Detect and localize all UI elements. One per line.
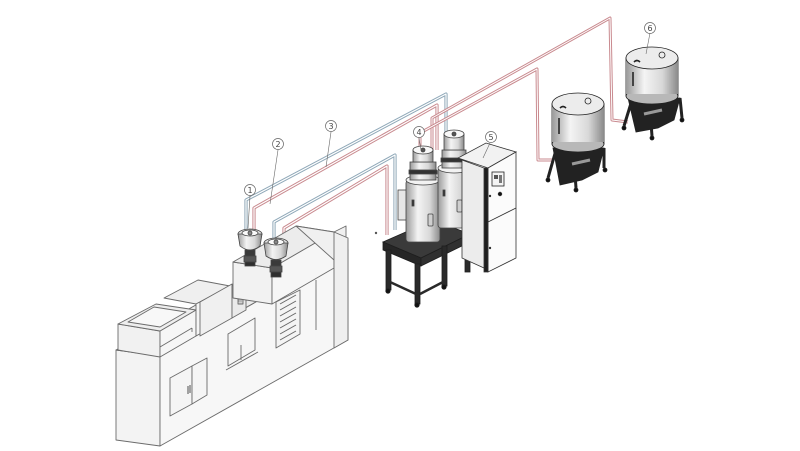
callout-5-circle: [485, 131, 497, 143]
callout-1-circle: [244, 184, 256, 196]
marker-dot: [374, 231, 378, 235]
storage-bin-center: [545, 92, 608, 193]
callout-6-leader: [645, 32, 651, 55]
pipe-blue-lower: [272, 153, 397, 240]
callout-2-circle: [272, 138, 284, 150]
callout-6-label: 6: [647, 24, 652, 33]
pipe-blue-upper: [244, 92, 448, 232]
callout-2: 2: [272, 138, 284, 150]
hopper-loader-right: [263, 237, 289, 278]
callout-4-circle: [413, 126, 425, 138]
callout-5-label: 5: [488, 133, 493, 142]
callout-6-circle: [644, 22, 656, 34]
pipe-red-to-bin-center: [418, 67, 552, 162]
callout-3: 3: [325, 120, 337, 132]
callout-3-circle: [325, 120, 337, 132]
callout-1: 1: [244, 184, 256, 196]
callout-6: 6: [644, 22, 656, 34]
pipes: [244, 16, 629, 240]
callout-5-leader: [482, 142, 491, 159]
callout-4-leader: [418, 137, 422, 151]
callout-3-leader: [325, 131, 332, 168]
callout-1-leader: [247, 195, 251, 229]
callout-2-label: 2: [275, 140, 280, 149]
callout-3-label: 3: [328, 122, 333, 131]
callout-4: 4: [413, 126, 425, 138]
storage-bin-right: [621, 46, 685, 141]
injection-molding-machine: [115, 225, 349, 447]
dehumidifier-cabinet: [456, 142, 518, 273]
callout-2-leader: [269, 149, 279, 205]
pipe-red-to-bin-6: [430, 16, 629, 150]
callout-1-label: 1: [247, 186, 252, 195]
dryer-hopper-left: [397, 145, 441, 243]
callout-5: 5: [485, 131, 497, 143]
pipe-red-upper: [252, 103, 439, 232]
hopper-loader-left: [237, 228, 263, 267]
callouts: [247, 32, 651, 229]
callout-4-label: 4: [416, 128, 421, 137]
